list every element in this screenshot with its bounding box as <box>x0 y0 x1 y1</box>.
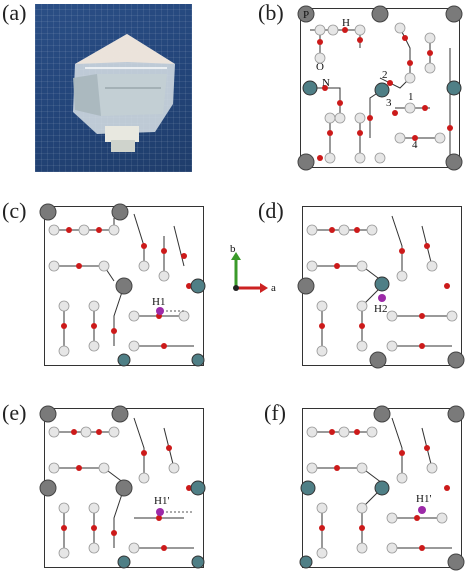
structure-b-svg: P H O N 1 2 3 4 <box>297 5 463 171</box>
structure-c-svg: H1 <box>39 203 206 367</box>
site-H2-label-d: H2 <box>374 303 387 315</box>
structure-panel-e: H1' <box>39 405 206 569</box>
panel-c-label: (c) <box>2 198 27 223</box>
axis-b-label: b <box>230 243 236 255</box>
panel-d-label: (d) <box>258 198 284 223</box>
panel-f-label: (f) <box>264 400 286 425</box>
label-H: H <box>342 17 350 29</box>
label-P: P <box>303 9 309 21</box>
label-O: O <box>316 61 324 73</box>
axes-indicator: b a <box>226 243 286 300</box>
structure-panel-b: P H O N 1 2 3 4 <box>297 5 463 171</box>
structure-panel-d: H2 <box>297 206 465 369</box>
site-H1prime-label-e: H1' <box>154 495 169 507</box>
site-H1prime-label-f: H1' <box>416 493 431 505</box>
label-3: 3 <box>386 97 392 109</box>
crystal-image <box>73 34 175 152</box>
structure-d-svg: H2 <box>297 215 465 369</box>
label-2: 2 <box>382 69 388 81</box>
structure-f-svg: H1' <box>299 405 465 571</box>
structure-e-svg: H1' <box>39 405 206 569</box>
label-4: 4 <box>412 139 418 151</box>
crystal-photo <box>35 4 192 172</box>
structure-panel-c: H1 <box>39 203 206 367</box>
panel-b-label: (b) <box>258 0 284 25</box>
panel-a-label: (a) <box>2 0 27 25</box>
label-N: N <box>322 77 330 89</box>
panel-e-label: (e) <box>2 400 27 425</box>
site-H1-label-c: H1 <box>152 296 165 308</box>
axis-a-label: a <box>271 282 276 294</box>
structure-panel-f: H1' <box>299 405 465 571</box>
label-1: 1 <box>408 91 414 103</box>
